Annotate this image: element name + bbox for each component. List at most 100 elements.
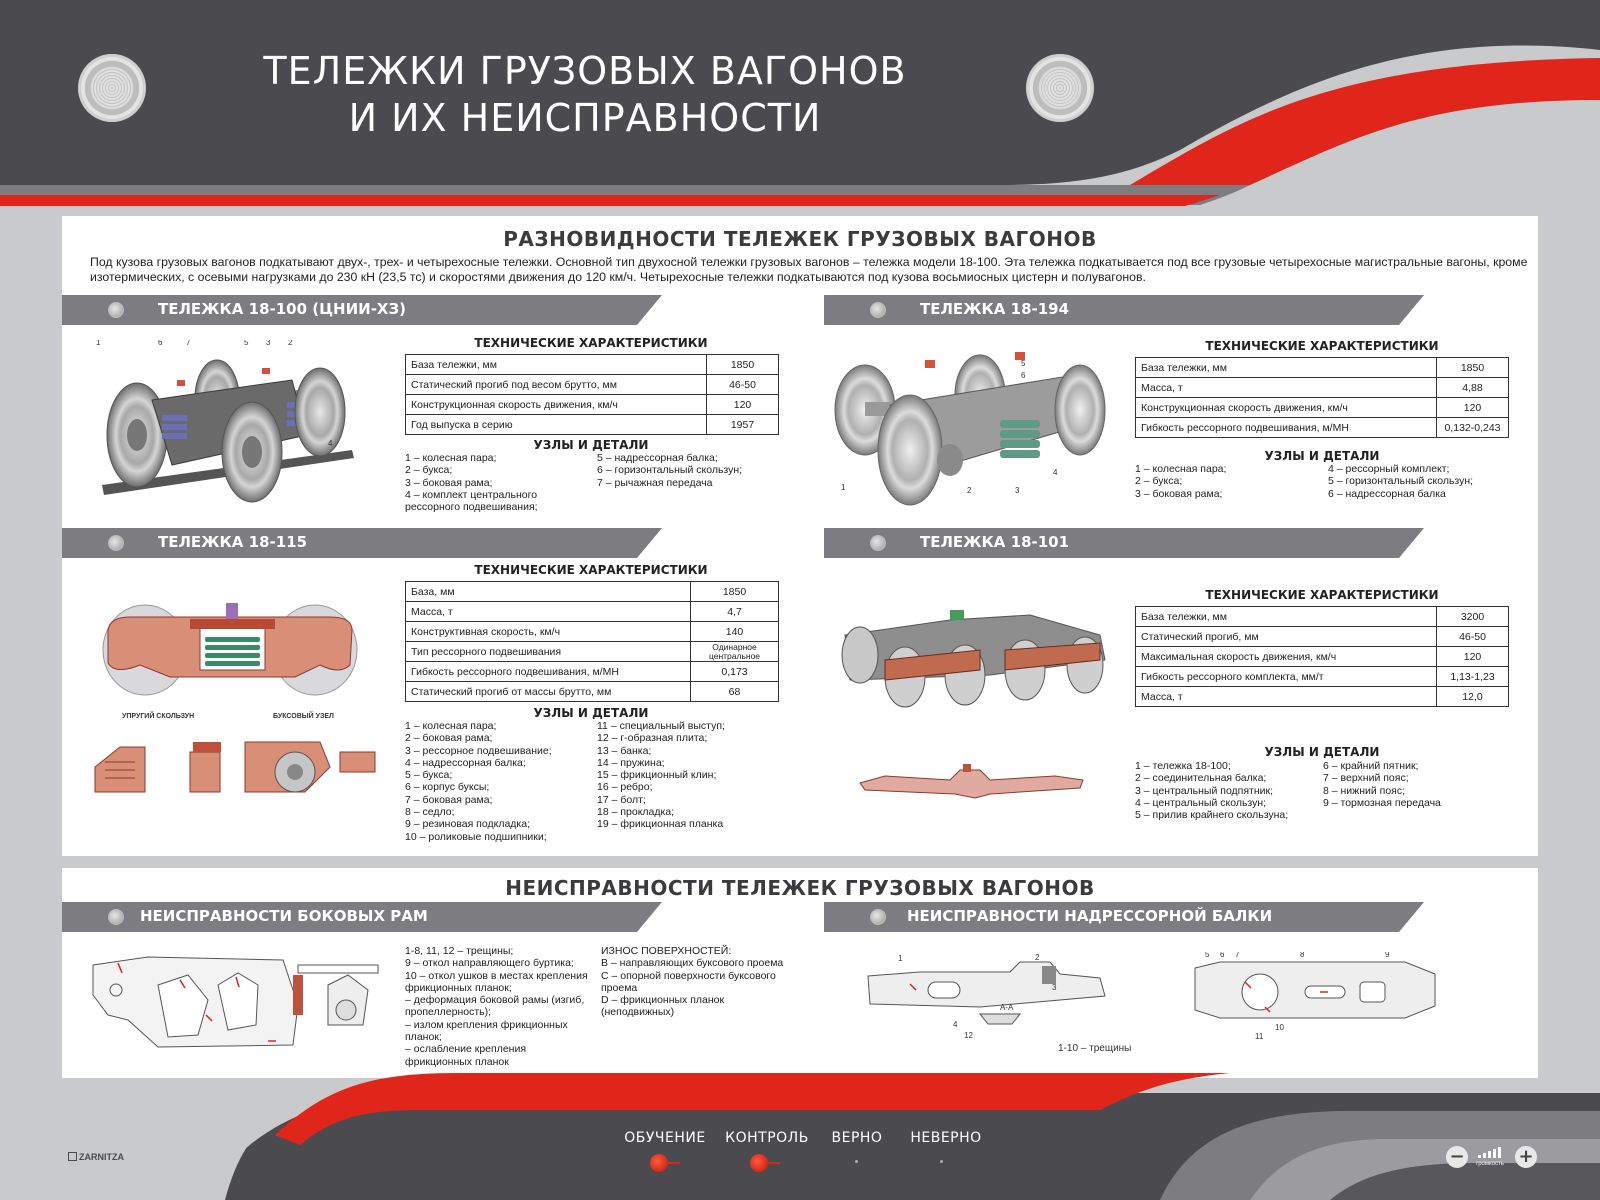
banner-dot-icon xyxy=(870,302,886,318)
brand-name: ZARNITZA xyxy=(79,1152,124,1162)
banner-title: ТЕЛЕЖКА 18-100 (ЦНИИ-ХЗ) xyxy=(158,300,407,318)
spec-value: 46-50 xyxy=(1436,626,1509,647)
surface-wear-list: ИЗНОС ПОВЕРХНОСТЕЙ: B – направляющих бук… xyxy=(601,945,791,1019)
banner-title: ТЕЛЕЖКА 18-194 xyxy=(920,300,1070,318)
callout-7: 7 xyxy=(186,340,191,347)
spec-value: 4,88 xyxy=(1436,377,1509,398)
list-item: 12 – г-образная плита; xyxy=(597,732,708,745)
spec-value: 120 xyxy=(1436,646,1509,667)
list-item: 2 – букса; xyxy=(405,464,453,477)
list-item: 4 – центральный скользун; xyxy=(1135,796,1267,809)
banner-18-101: ТЕЛЕЖКА 18-101 xyxy=(824,528,1424,558)
list-item: 8 – нижний пояс; xyxy=(1323,784,1406,797)
spec-value: 1850 xyxy=(706,354,779,375)
spec-name: Максимальная скорость движения, км/ч xyxy=(1135,646,1437,667)
speaker-left-icon xyxy=(78,54,146,122)
callout-3: 3 xyxy=(1052,983,1057,992)
bogie-18-115-details-illustration xyxy=(94,741,376,793)
incorrect-button[interactable]: НЕВЕРНО xyxy=(910,1130,982,1146)
callout-4: 4 xyxy=(328,439,333,448)
spec-value: 1957 xyxy=(706,414,779,435)
list-item: B – направляющих буксового проема xyxy=(601,957,784,970)
footer-background xyxy=(0,1073,1600,1200)
brand-logo: ZARNITZA xyxy=(68,1152,124,1162)
list-item: 5 – букса; xyxy=(405,769,453,782)
list-item: 5 – надрессорная балка; xyxy=(597,452,718,464)
bogie-18-100-illustration: 1 6 7 5 3 2 4 xyxy=(96,340,354,503)
correct-indicator-icon xyxy=(855,1160,858,1163)
spec-value: 0,132-0,243 xyxy=(1436,417,1509,438)
volume-down-button[interactable]: − xyxy=(1446,1146,1468,1168)
list-item: 6 – надрессорная балка xyxy=(1328,487,1446,500)
spec-name: База тележки, мм xyxy=(1135,606,1437,627)
callout-3: 3 xyxy=(1015,486,1020,495)
spec-value: 140 xyxy=(690,621,779,642)
list-item: D – фрикционных планок (неподвижных) xyxy=(601,994,725,1019)
callout-10: 10 xyxy=(1275,1023,1284,1032)
spec-value: 0,173 xyxy=(690,661,779,682)
banner-dot-icon xyxy=(108,909,124,925)
parts-title: УЗЛЫ И ДЕТАЛИ xyxy=(533,706,649,720)
callout-4: 4 xyxy=(953,1020,958,1029)
spec-name: Статический прогиб под весом брутто, мм xyxy=(405,374,707,395)
list-item: 9 – резиновая подкладка; xyxy=(405,818,530,831)
spec-title: ТЕХНИЧЕСКИЕ ХАРАКТЕРИСТИКИ xyxy=(474,336,708,350)
spec-name: Год выпуска в серию xyxy=(405,414,707,435)
spec-name: База тележки, мм xyxy=(405,354,707,375)
speaker-right-icon xyxy=(1026,54,1094,122)
list-item: 9 – откол направляющего буртика; xyxy=(405,957,574,970)
callout-12: 12 xyxy=(964,1031,973,1040)
intro-text: Под кузова грузовых вагонов подкатывают … xyxy=(90,255,1528,284)
page-title: ТЕЛЕЖКИ ГРУЗОВЫХ ВАГОНОВ И ИХ НЕИСПРАВНО… xyxy=(263,49,907,140)
list-item: 1 – колесная пара; xyxy=(1135,463,1227,475)
spec-name: Гибкость рессорного комплекта, мм/т xyxy=(1135,666,1437,687)
parts-list: 11 – специальный выступ; 12 – г-образная… xyxy=(597,720,787,831)
callout-2: 2 xyxy=(967,486,972,495)
volume-up-button[interactable]: + xyxy=(1515,1146,1537,1168)
learn-button[interactable]: ОБУЧЕНИЕ xyxy=(624,1130,706,1146)
spec-value: 4,7 xyxy=(690,601,779,622)
list-item: 7 – рычажная передача xyxy=(597,476,713,489)
callout-3: 3 xyxy=(266,340,271,347)
list-item: – излом крепления фрикционных планок; xyxy=(405,1018,568,1044)
banner-side-frame-defects: НЕИСПРАВНОСТИ БОКОВЫХ РАМ xyxy=(62,902,662,932)
control-button[interactable]: КОНТРОЛЬ xyxy=(725,1130,809,1146)
spec-value: 1850 xyxy=(690,581,779,602)
spec-name: Масса, т xyxy=(1135,377,1437,398)
spec-name: Гибкость рессорного подвешивания, м/МН xyxy=(405,661,691,682)
callout-6: 6 xyxy=(1021,371,1026,380)
bolster-defects-illustration: 1 3 2 4 12 А-А 1-10 – трещины 5 6 7 8 9 … xyxy=(867,952,1436,1054)
banner-bolster-defects: НЕИСПРАВНОСТИ НАДРЕССОРНОЙ БАЛКИ xyxy=(824,902,1424,932)
list-item: 13 – банка; xyxy=(597,744,652,757)
list-item: 16 – ребро; xyxy=(597,781,653,794)
parts-title: УЗЛЫ И ДЕТАЛИ xyxy=(1264,449,1380,463)
list-item: 1 – колесная пара; xyxy=(405,452,497,464)
spec-value: Одинарное центральное xyxy=(690,641,779,662)
section-title: НЕИСПРАВНОСТИ ТЕЛЕЖЕК ГРУЗОВЫХ ВАГОНОВ xyxy=(505,876,1095,900)
parts-title: УЗЛЫ И ДЕТАЛИ xyxy=(533,438,649,452)
banner-dot-icon xyxy=(108,302,124,318)
sub-caption-elastic-slider: УПРУГИЙ СКОЛЬЗУН xyxy=(122,713,195,720)
spec-title: ТЕХНИЧЕСКИЕ ХАРАКТЕРИСТИКИ xyxy=(1205,339,1439,353)
list-item: 3 – боковая рама; xyxy=(405,476,493,489)
bogie-18-194-illustration: 1 2 3 4 5 6 xyxy=(834,352,1106,506)
parts-list: 4 – рессорный комплект; 5 – горизонтальн… xyxy=(1328,463,1518,500)
learn-indicator-icon xyxy=(650,1154,680,1172)
section-title: РАЗНОВИДНОСТИ ТЕЛЕЖЕК ГРУЗОВЫХ ВАГОНОВ xyxy=(503,227,1097,251)
list-item: 6 – корпус буксы; xyxy=(405,781,490,794)
list-item: 6 – крайний пятник; xyxy=(1323,760,1419,772)
list-item: 4 – комплект центрального рессорного под… xyxy=(405,488,538,514)
banner-18-115: ТЕЛЕЖКА 18-115 xyxy=(62,528,662,558)
correct-button[interactable]: ВЕРНО xyxy=(831,1130,883,1146)
list-item: 15 – фрикционный клин; xyxy=(597,769,717,782)
